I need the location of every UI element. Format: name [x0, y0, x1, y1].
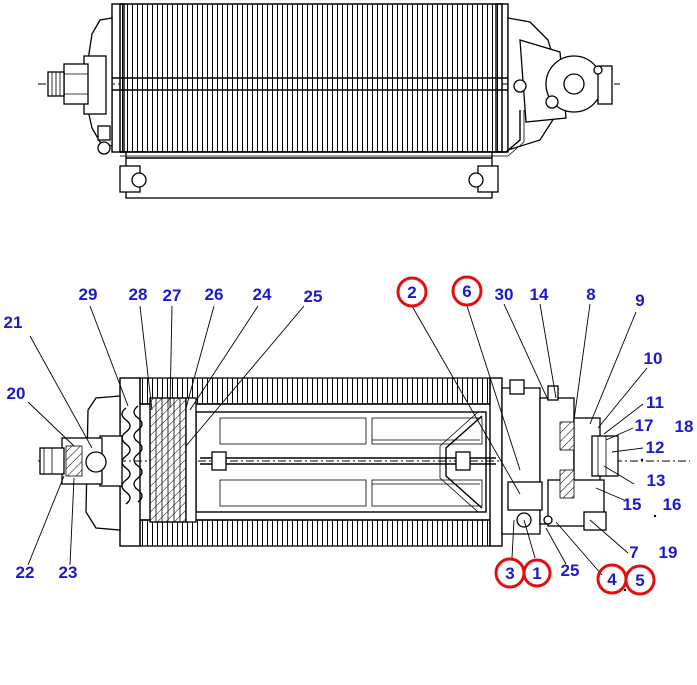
- ring-1: [522, 558, 552, 588]
- inner-cartridge: [195, 411, 496, 513]
- label-28: 28: [129, 285, 148, 304]
- label-21: 21: [4, 313, 23, 332]
- label-24: 24: [253, 285, 272, 304]
- label-12: 12: [646, 438, 665, 457]
- label-15: 15: [623, 495, 642, 514]
- ring-6: [451, 275, 483, 307]
- label-19: 19: [659, 543, 678, 562]
- section-fins-bottom: [139, 519, 491, 547]
- label-14: 14: [530, 285, 549, 304]
- top-left-nut: [47, 63, 89, 105]
- label-8: 8: [586, 285, 595, 304]
- label-4: 4: [607, 570, 617, 589]
- label-23: 23: [59, 563, 78, 582]
- label-9: 9: [635, 291, 644, 310]
- label-3: 3: [505, 564, 514, 583]
- label-20: 20: [7, 384, 26, 403]
- spring-filter-pack: [121, 397, 197, 523]
- section-view: [27, 275, 690, 596]
- label-6: 6: [462, 282, 471, 301]
- label-18: 18: [675, 417, 694, 436]
- label-17: 17: [635, 416, 654, 435]
- label-10: 10: [644, 349, 663, 368]
- right-valve-body: [501, 379, 619, 535]
- label-1: 1: [532, 564, 541, 583]
- label-2: 2: [407, 283, 416, 302]
- leader-lines: [27, 303, 648, 576]
- section-fins-top: [139, 377, 491, 405]
- label-30: 30: [495, 285, 514, 304]
- top-right-actuator: [513, 55, 613, 113]
- label-27: 27: [163, 286, 182, 305]
- label-29: 29: [79, 285, 98, 304]
- part-number-labels: 1 2 3 4 5 6 7 8 9 10 11 12 13 14 15 16 1…: [4, 282, 694, 590]
- label-13: 13: [647, 471, 666, 490]
- ring-2: [396, 276, 428, 308]
- label-5: 5: [635, 571, 644, 590]
- ring-5: [624, 564, 656, 596]
- label-25-bottom: 25: [561, 561, 580, 580]
- label-22: 22: [16, 563, 35, 582]
- label-7: 7: [629, 543, 638, 562]
- top-view-exterior: [38, 3, 620, 199]
- label-26: 26: [205, 285, 224, 304]
- label-16: 16: [663, 495, 682, 514]
- left-end-cover: [39, 395, 123, 531]
- highlight-rings: [396, 275, 656, 596]
- top-mounting-bracket: [125, 151, 493, 199]
- label-25-top: 25: [304, 287, 323, 306]
- label-11: 11: [646, 393, 664, 412]
